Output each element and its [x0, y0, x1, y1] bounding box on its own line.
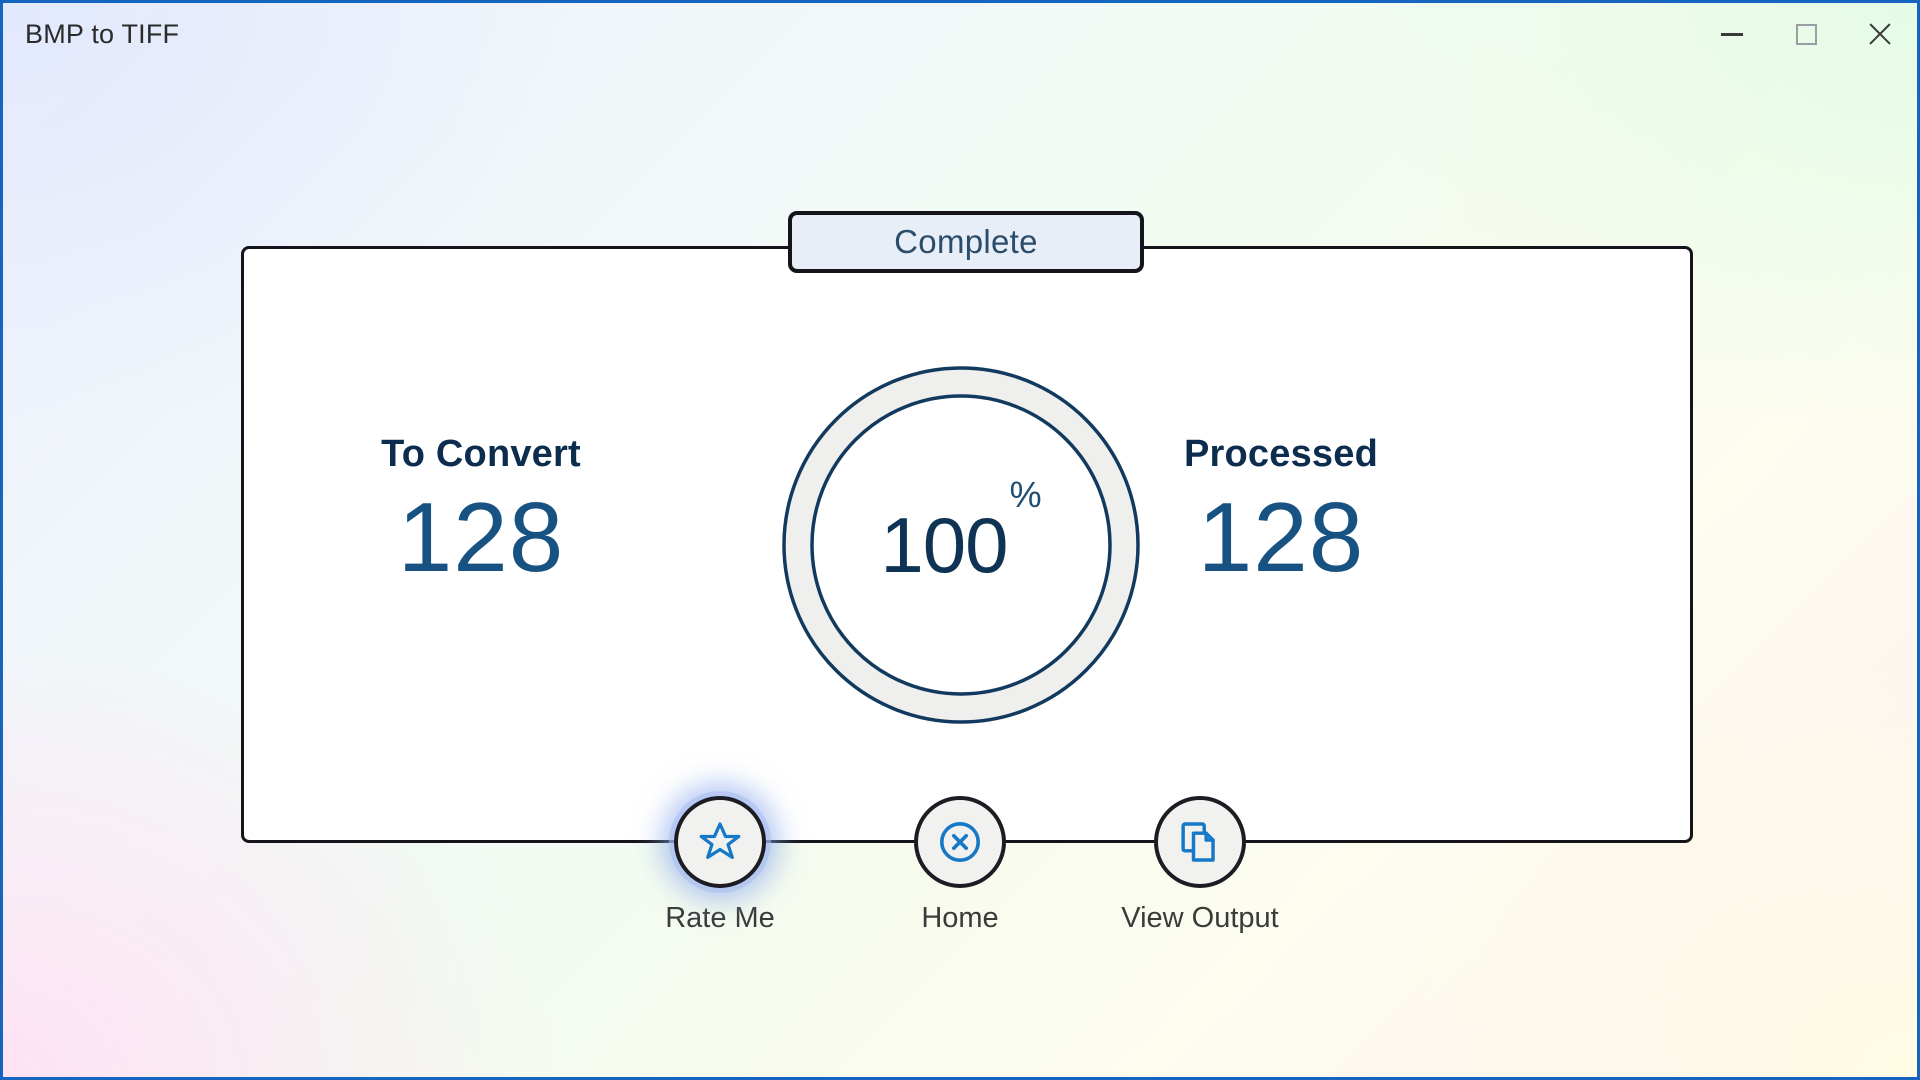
view-output-button[interactable]: View Output [1080, 796, 1320, 935]
rate-me-button[interactable]: Rate Me [600, 796, 840, 935]
stat-processed-label: Processed [1183, 433, 1379, 475]
copy-documents-icon [1181, 822, 1215, 862]
minimize-button[interactable] [1695, 3, 1769, 65]
home-label: Home [921, 902, 999, 934]
result-card [241, 246, 1693, 843]
progress-unit: % [1009, 474, 1042, 515]
progress-ring-text: 100 % [775, 359, 1147, 731]
view-output-button-circle [1154, 796, 1246, 888]
window-title: BMP to TIFF [25, 18, 180, 49]
progress-ring-graphic [782, 366, 1140, 724]
close-button[interactable] [1843, 3, 1917, 65]
action-bar: Rate Me Home View Output [3, 796, 1917, 935]
progress-value: 100 [880, 501, 1008, 589]
status-badge: Complete [788, 211, 1144, 273]
rate-me-button-circle [674, 796, 766, 888]
maximize-icon [1795, 23, 1817, 45]
home-button[interactable]: Home [840, 796, 1080, 935]
maximize-button[interactable] [1769, 3, 1843, 65]
rate-me-label: Rate Me [665, 902, 775, 934]
minimize-icon [1721, 32, 1743, 36]
title-bar: BMP to TIFF [3, 3, 1917, 65]
view-output-label: View Output [1121, 902, 1279, 934]
stat-processed-value: 128 [1197, 482, 1365, 592]
home-button-circle [914, 796, 1006, 888]
stat-to-convert-label: To Convert [381, 433, 581, 475]
close-icon [1867, 21, 1893, 47]
stat-to-convert: To Convert 128 [271, 433, 691, 589]
window-controls [1695, 3, 1917, 65]
stat-processed: Processed 128 [1071, 433, 1491, 589]
star-icon [699, 822, 741, 859]
status-badge-label: Complete [894, 223, 1038, 260]
stat-to-convert-value: 128 [397, 482, 565, 592]
close-circle-icon [939, 821, 981, 863]
progress-ring: 100 % [775, 359, 1147, 731]
